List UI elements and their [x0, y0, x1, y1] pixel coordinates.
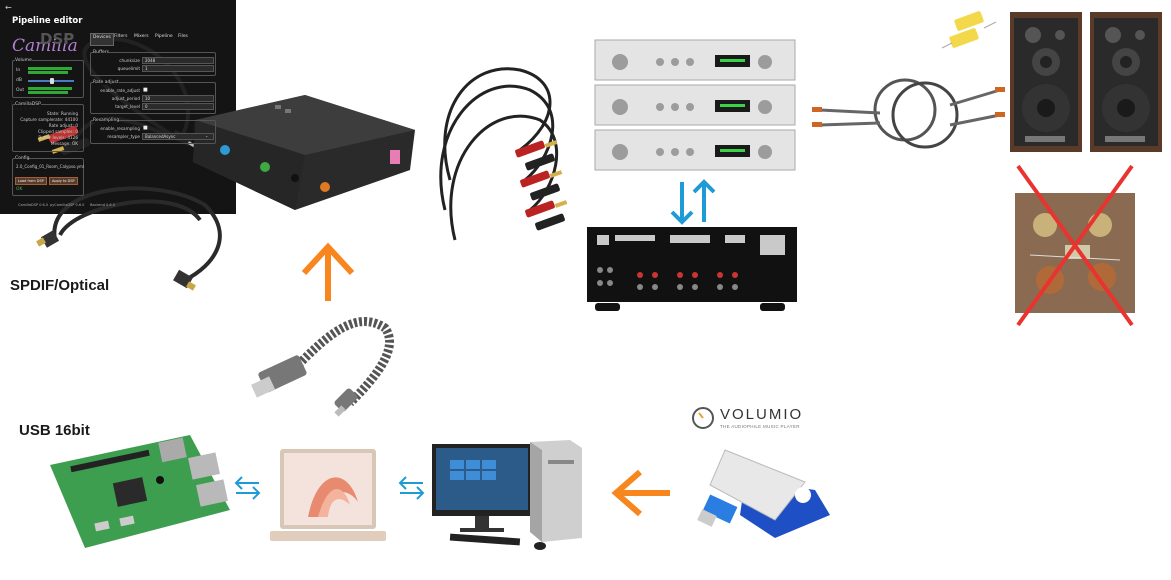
status-line: Clipped samples: 0 — [38, 129, 78, 134]
enable-resampling-checkbox[interactable]: ■ — [143, 125, 148, 131]
load-from-dsp-button[interactable]: Load from DSP — [15, 177, 47, 185]
arrow-up-icon — [301, 242, 355, 301]
config-title: Config — [15, 156, 30, 161]
camilla-logo-text: Camilla — [12, 36, 78, 56]
resampling-title: Resampling — [93, 118, 120, 123]
config-filename: 2.0_Config_01_Room_Calypso.yml — [16, 164, 85, 169]
tab-pipeline[interactable]: Pipeline — [155, 34, 173, 39]
resampling-box — [90, 120, 216, 144]
label-usb: USB 16bit — [19, 422, 90, 439]
rate-adjust-title: Rate adjust — [93, 80, 119, 85]
usb-stick-image — [697, 449, 830, 538]
tab-filters[interactable]: Filters — [114, 34, 128, 39]
status-title: CamillaDSP — [15, 102, 41, 107]
volumio-logo-icon — [692, 407, 714, 429]
rate-adjust-label-enable: enable_rate_adjust — [100, 88, 140, 93]
volume-slider-handle[interactable] — [50, 78, 54, 84]
meter-in-2 — [28, 71, 68, 74]
volume-title: Volume — [15, 58, 32, 63]
label-spdif: SPDIF/Optical — [10, 277, 110, 294]
desktop-pc-image — [432, 440, 582, 550]
meter-in-1 — [28, 67, 72, 70]
tab-mixers[interactable]: Mixers — [134, 34, 149, 39]
cross-out-icon — [1016, 164, 1134, 327]
rate-adjust-box — [90, 82, 216, 114]
volume-box — [12, 60, 84, 98]
volume-row-in: In — [16, 68, 21, 73]
speaker-cables-image — [812, 78, 1005, 149]
tab-devices[interactable]: Devices — [90, 33, 114, 46]
status-box — [12, 104, 84, 152]
buffers-label-chunksize: chunksize — [119, 58, 140, 63]
queuelimit-input[interactable]: 1 — [142, 65, 214, 72]
av-receiver-image — [587, 227, 797, 311]
adjust-period-input[interactable]: 10 — [142, 95, 214, 102]
swap-arrows-icon — [670, 179, 716, 225]
status-line: State: Running — [47, 111, 78, 116]
enable-rate-adjust-checkbox[interactable]: ■ — [143, 87, 148, 93]
chunksize-input[interactable]: 2048 — [142, 57, 214, 64]
meter-out-1 — [28, 87, 72, 90]
usb-cable-image — [250, 317, 394, 417]
volume-row-out: Out — [16, 88, 25, 93]
tab-files[interactable]: Files — [178, 34, 188, 39]
apply-to-dsp-button[interactable]: Apply to DSP — [49, 177, 78, 185]
config-box — [12, 158, 84, 196]
swap-arrows-icon — [398, 476, 425, 500]
swap-arrows-icon — [234, 476, 261, 500]
footer-version: pyCamillaDSP 0.6.0 — [50, 203, 85, 207]
optical-cable-image — [36, 186, 222, 291]
buffers-label-queuelimit: queuelimit — [117, 66, 140, 71]
speakers-image — [1010, 12, 1162, 152]
status-line: Buffer levels: 4126 — [38, 135, 78, 140]
camilla-logo-dsp: DSP — [40, 30, 75, 48]
status-line: Rate adjust: 0 — [48, 123, 78, 128]
status-line: Capture samplerate: 44100 — [20, 117, 78, 122]
resampling-label-type: resampler_type — [107, 134, 140, 139]
volumio-brand: VOLUMIO — [720, 406, 804, 423]
pipeline-editor-title: Pipeline editor — [12, 16, 83, 26]
resampler-type-select[interactable]: BalancedAsync — [142, 133, 214, 140]
chevron-down-icon[interactable]: ⌄ — [205, 133, 209, 138]
meter-out-2 — [28, 91, 68, 94]
footer-version: CamillaDSP 0.6.0 — [18, 203, 49, 207]
rate-adjust-label-target: target_level — [115, 104, 140, 109]
arrow-left-icon — [611, 469, 670, 517]
camilla-dsp-screenshot: ← Pipeline editor Camilla DSP Devices Fi… — [0, 0, 236, 214]
laptop-image — [270, 449, 386, 541]
footer-version: Backend 0.6.0 — [90, 203, 115, 207]
amplifier-stack-image — [594, 39, 796, 171]
buffers-title: Buffers — [93, 50, 110, 55]
usb-sound-card-image — [193, 95, 415, 210]
target-level-input[interactable]: 0 — [142, 103, 214, 110]
status-line: Message: OK — [50, 141, 78, 146]
interconnect-cables-image — [439, 67, 568, 241]
volumio-tagline: THE AUDIOPHILE MUSIC PLAYER — [720, 424, 800, 429]
resampling-label-enable: enable_resampling — [100, 126, 140, 131]
config-ok: OK — [16, 187, 23, 192]
rate-adjust-label-period: adjust_period — [111, 96, 140, 101]
back-arrow-icon[interactable]: ← — [5, 3, 12, 12]
volume-row-db: dB — [16, 78, 22, 83]
capacitors-image — [941, 11, 997, 49]
buffers-box — [90, 52, 216, 76]
raspberry-pi-image — [50, 435, 230, 548]
